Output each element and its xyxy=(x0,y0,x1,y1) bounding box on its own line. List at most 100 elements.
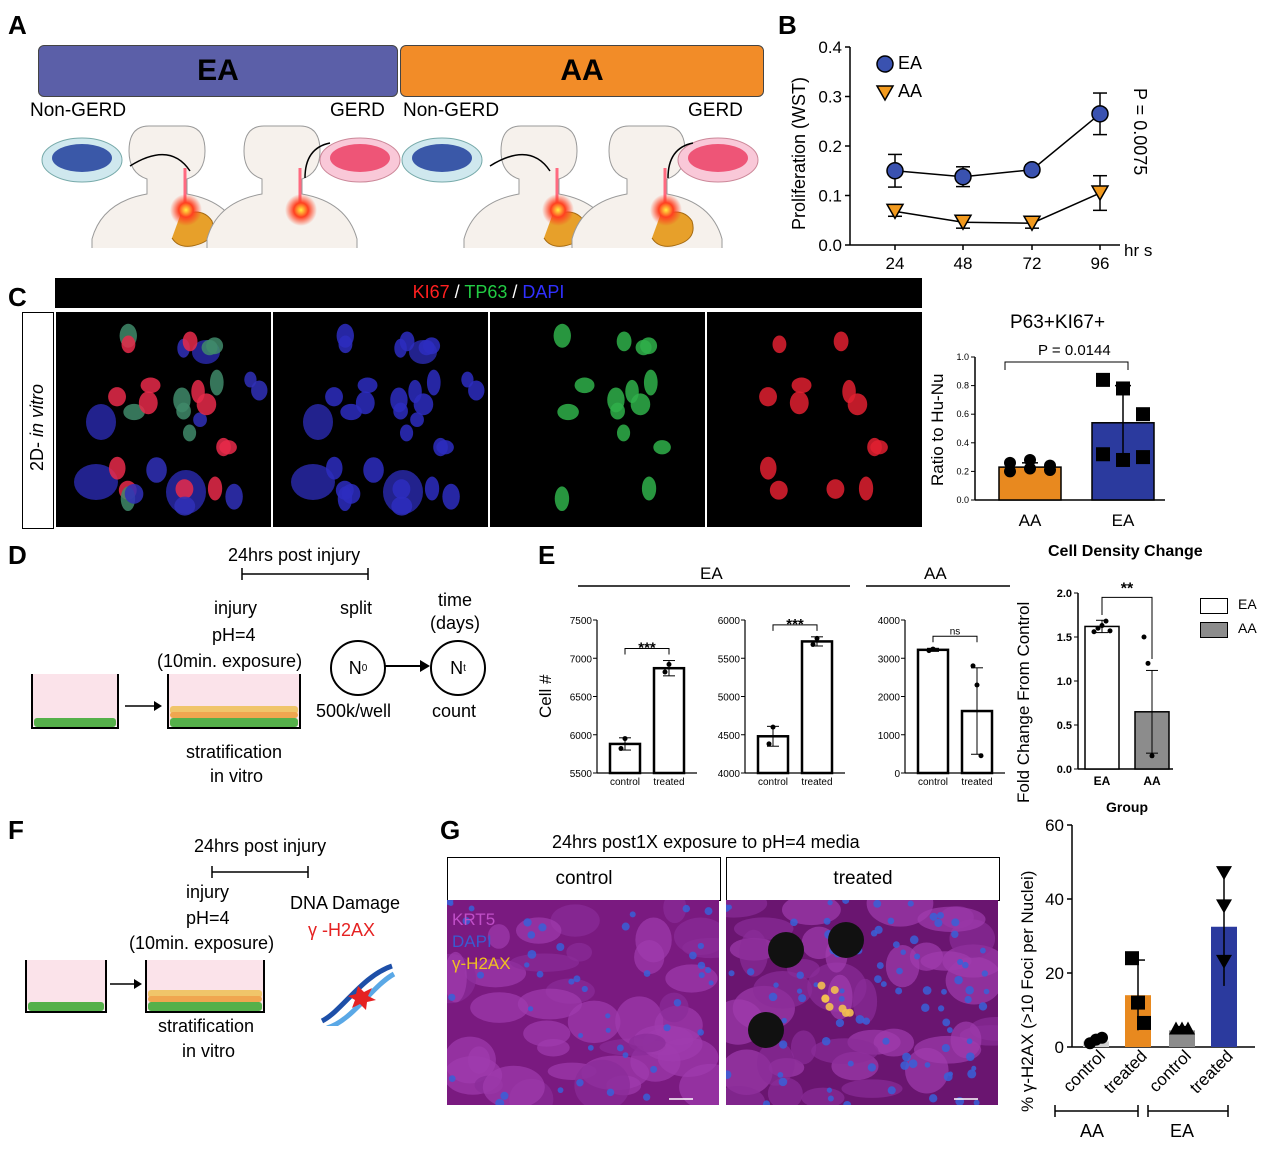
krt5-cell xyxy=(487,924,510,949)
panel-b-pvalue: P = 0.0075 xyxy=(1130,88,1150,176)
nucleus xyxy=(772,335,787,354)
krt5-cell xyxy=(447,951,467,1003)
dapi-nucleus xyxy=(967,1069,977,1079)
dapi-nucleus xyxy=(500,1091,509,1100)
g-legend-dapi: DAPI xyxy=(452,932,492,951)
ed-point xyxy=(1107,628,1113,634)
e-ytick-label: 5500 xyxy=(570,769,593,780)
dapi-nucleus xyxy=(892,941,900,949)
krt5-cell xyxy=(841,1079,903,1098)
g-xtick-label: treated xyxy=(1186,1046,1237,1097)
panel-label-f: F xyxy=(8,815,24,845)
dapi-nucleus xyxy=(621,922,630,931)
nucleus xyxy=(847,393,868,416)
e-ytick-label: 6000 xyxy=(718,616,741,627)
e-ea-header: EA xyxy=(700,564,723,583)
h2ax-focus xyxy=(821,994,830,1003)
dapi-nucleus xyxy=(536,970,544,978)
h2ax-focus xyxy=(841,1008,850,1017)
title-sep2: / xyxy=(507,282,523,302)
c-xtick-label: AA xyxy=(1019,511,1042,530)
g-point xyxy=(1216,954,1232,969)
dapi-nucleus xyxy=(697,1029,704,1036)
f-h2ax: γ -H2AX xyxy=(308,920,376,940)
e-xtick-label: control xyxy=(918,777,948,788)
nucleus xyxy=(193,412,207,428)
dapi-nucleus xyxy=(777,1071,784,1078)
b-point-ea xyxy=(886,162,904,180)
dark-cluster xyxy=(828,922,864,958)
dapi-nucleus xyxy=(826,1087,833,1093)
petri-dish-ea-nongerd xyxy=(41,137,123,183)
aa-header-bar: AA xyxy=(400,45,764,97)
dapi-nucleus xyxy=(538,923,547,932)
dapi-nucleus xyxy=(578,1032,584,1039)
nucleus xyxy=(461,371,474,388)
nucleus xyxy=(357,377,378,394)
side-label-italic: in vitro xyxy=(27,383,47,437)
b-line-ea xyxy=(894,113,1101,178)
b-xtick-label: 96 xyxy=(1091,254,1110,273)
dapi-nucleus xyxy=(951,918,960,927)
nucleus xyxy=(140,377,161,394)
nucleus xyxy=(392,479,411,499)
krt5-cell xyxy=(470,992,529,1023)
nucleus xyxy=(196,393,217,416)
cell-cluster xyxy=(86,404,116,440)
nucleus xyxy=(355,391,375,415)
nucleus xyxy=(182,331,198,352)
nucleus xyxy=(174,496,196,516)
e-legend-swatch-aa xyxy=(1200,622,1228,638)
dapi-nucleus xyxy=(568,978,575,985)
f-post-injury: 24hrs post injury xyxy=(194,836,327,856)
g-control-image xyxy=(447,900,719,1105)
d-post-injury: 24hrs post injury xyxy=(228,545,361,565)
g-legend-h2ax: γ-H2AX xyxy=(452,954,511,973)
e-sig-bracket xyxy=(624,648,670,655)
dapi-nucleus xyxy=(576,1079,584,1087)
e-ytick-label: 4000 xyxy=(878,616,901,627)
dapi-nucleus xyxy=(914,953,921,960)
petri-dish-ea-gerd xyxy=(319,137,401,183)
krt5-cell xyxy=(517,988,582,1020)
e-ylabel: Cell # xyxy=(536,674,555,718)
dapi-nucleus xyxy=(937,1005,945,1012)
nucleus xyxy=(760,456,777,480)
dapi-nucleus xyxy=(934,918,943,928)
dapi-nucleus xyxy=(965,985,974,995)
e-ytick-label: 7000 xyxy=(570,654,593,665)
micrograph-dapi xyxy=(273,312,488,527)
krt5-cell xyxy=(482,1065,545,1105)
dapi-nucleus xyxy=(762,1100,771,1105)
e-aa-header: AA xyxy=(924,564,947,583)
g-point xyxy=(1125,951,1139,966)
e-ytick-label: 3000 xyxy=(878,654,901,665)
panel-c-side-label-box: 2D- in vitro xyxy=(22,312,54,529)
title-sep1: / xyxy=(449,282,465,302)
dapi-nucleus xyxy=(616,1044,624,1052)
nucleus xyxy=(244,371,257,388)
d-culture-wells xyxy=(31,674,301,729)
c-ytick-label: 0.0 xyxy=(956,495,969,505)
dapi-nucleus xyxy=(966,1052,975,1061)
ed-point xyxy=(1103,618,1109,624)
dapi-nucleus xyxy=(790,918,798,927)
g-point xyxy=(1216,899,1232,914)
b-xtick-label: 24 xyxy=(886,254,905,273)
g-title: 24hrs post1X exposure to pH=4 media xyxy=(552,832,860,852)
d-n0-sub: 0 xyxy=(361,662,368,674)
c-sig-bracket xyxy=(1004,361,1129,370)
body-figure xyxy=(91,125,243,248)
nucleus xyxy=(207,476,223,501)
dapi-nucleus xyxy=(728,970,735,977)
dapi-nucleus xyxy=(882,1037,890,1045)
e-sig-bracket xyxy=(772,624,818,631)
ed-xtick-label: AA xyxy=(1143,774,1161,788)
ed-ytick-label: 2.0 xyxy=(1057,588,1072,600)
panel-b-legend-aa: AA xyxy=(898,81,923,101)
